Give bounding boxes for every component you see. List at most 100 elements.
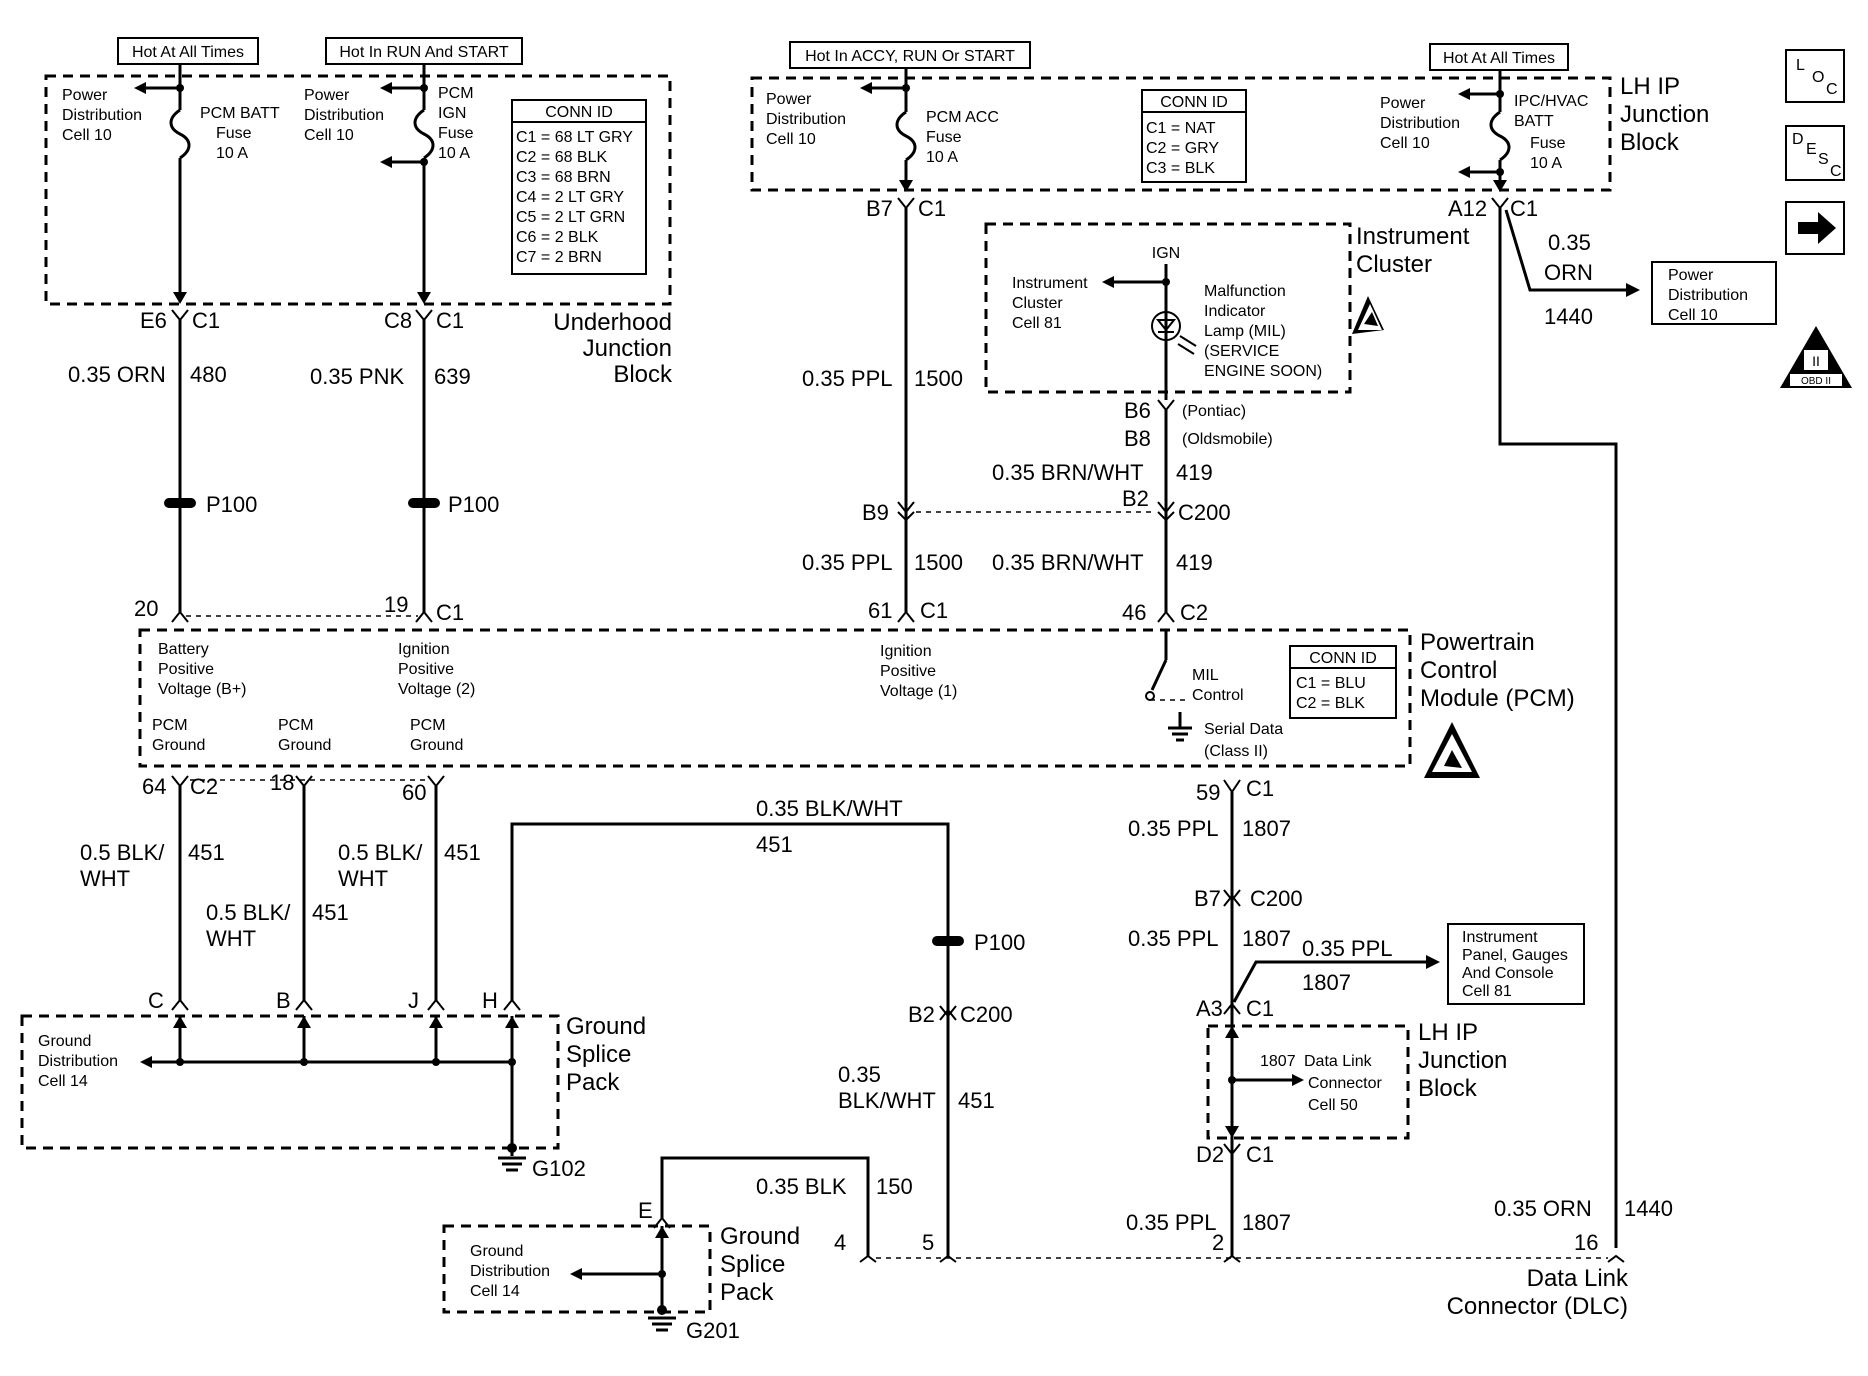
svg-text:Instrument: Instrument [1462, 929, 1538, 946]
conn-c1-a12: C1 [1510, 196, 1538, 221]
next-arrow-icon[interactable] [1785, 201, 1845, 255]
svg-text:D: D [1792, 131, 1804, 148]
desc-icon[interactable]: D E S C [1785, 125, 1845, 181]
svg-text:Junction: Junction [1620, 101, 1709, 128]
svg-text:Serial Data: Serial Data [1204, 721, 1283, 738]
svg-text:(SERVICE: (SERVICE [1204, 343, 1279, 360]
wire-1807c-number: 1807 [1302, 970, 1351, 995]
wire-150-gauge: 0.35 BLK [756, 1174, 847, 1199]
svg-text:O: O [1812, 69, 1824, 86]
pcm-conn-c1-61: C1 [920, 598, 948, 623]
pcm-conn-id-table: CONN ID C1 = BLU C2 = BLK [1289, 645, 1397, 719]
svg-text:G102: G102 [532, 1156, 586, 1181]
svg-text:Ignition: Ignition [880, 643, 932, 660]
svg-text:C7 = 2 BRN: C7 = 2 BRN [516, 249, 602, 266]
wire-1807a-gauge: 0.35 PPL [1128, 816, 1219, 841]
svg-text:P100: P100 [448, 492, 499, 517]
svg-text:Junction: Junction [583, 335, 672, 362]
svg-text:C1 = 68 LT GRY: C1 = 68 LT GRY [516, 129, 633, 146]
svg-text:Instrument: Instrument [1012, 275, 1088, 292]
wire-451a-gauge-1: 0.5 BLK/ [80, 840, 165, 865]
ground-splice-2-ref: Ground Distribution Cell 14 [470, 1243, 550, 1300]
svg-text:Power: Power [766, 91, 812, 108]
svg-text:Lamp (MIL): Lamp (MIL) [1204, 323, 1286, 340]
instrument-cluster-ref: Instrument Cluster Cell 81 [1012, 275, 1088, 332]
pcm-conn-c1-59: C1 [1246, 776, 1274, 801]
wire-451e-gauge-2: BLK/WHT [838, 1088, 936, 1113]
lh-ip-dlc-ref: 1807 Data Link Connector Cell 50 [1260, 1053, 1382, 1114]
pcm-ign1-input-label: Ignition Positive Voltage (1) [880, 643, 957, 700]
svg-text:(Class II): (Class II) [1204, 743, 1268, 760]
svg-text:Distribution: Distribution [304, 107, 384, 124]
wire-1500b-number: 1500 [914, 550, 963, 575]
loc-icon[interactable]: L O C [1785, 49, 1845, 103]
svg-text:Cell 10: Cell 10 [1668, 307, 1718, 324]
wire-451c-gauge-2: WHT [338, 866, 388, 891]
ground-splice-1-name: Ground Splice Pack [566, 1013, 646, 1096]
svg-text:C4 = 2 LT GRY: C4 = 2 LT GRY [516, 189, 624, 206]
svg-text:Module (PCM): Module (PCM) [1420, 685, 1575, 712]
svg-text:E: E [1806, 141, 1817, 158]
wire-639-gauge: 0.35 PNK [310, 364, 404, 389]
wire-1500-number: 1500 [914, 366, 963, 391]
svg-text:Ground: Ground [152, 737, 205, 754]
gsp-pin-j: J [408, 988, 419, 1013]
pcm-pin-46: 46 [1122, 600, 1146, 625]
svg-text:Cell 10: Cell 10 [62, 127, 112, 144]
ground-splice-2-name: Ground Splice Pack [720, 1223, 800, 1306]
wire-451d-number: 451 [756, 832, 793, 857]
svg-text:C6 = 2 BLK: C6 = 2 BLK [516, 229, 599, 246]
ground-splice-1-ref: Ground Distribution Cell 14 [38, 1033, 118, 1090]
ip-gauges-console-ref: Instrument Panel, Gauges And Console Cel… [1447, 923, 1585, 1005]
pin-b8: B8 [1124, 426, 1151, 451]
pcm-conn-c2-46: C2 [1180, 600, 1208, 625]
pcm-conn-c2-64: C2 [190, 774, 218, 799]
pontiac-note: (Pontiac) [1182, 403, 1246, 420]
hot-label-accy: Hot In ACCY, RUN Or START [789, 41, 1031, 69]
powertrain-control-module: Battery Positive Voltage (B+) Ignition P… [138, 628, 1575, 778]
svg-text:Distribution: Distribution [62, 107, 142, 124]
svg-text:Cluster: Cluster [1012, 295, 1063, 312]
wire-451b-gauge-2: WHT [206, 926, 256, 951]
svg-text:Block: Block [1620, 129, 1680, 156]
wire-1440b-gauge: 0.35 ORN [1494, 1196, 1592, 1221]
svg-text:Ground: Ground [278, 737, 331, 754]
svg-text:Positive: Positive [880, 663, 936, 680]
svg-text:Power: Power [1668, 267, 1714, 284]
svg-text:C2 = 68 BLK: C2 = 68 BLK [516, 149, 608, 166]
svg-text:Distribution: Distribution [766, 111, 846, 128]
svg-text:Indicator: Indicator [1204, 303, 1266, 320]
p100-splice-639: P100 [408, 492, 499, 517]
svg-text:Block: Block [613, 361, 673, 388]
svg-text:Cell 10: Cell 10 [1380, 135, 1430, 152]
svg-text:C: C [1826, 81, 1838, 98]
dlc-pin-5: 5 [922, 1230, 934, 1255]
svg-text:IGN: IGN [1152, 245, 1180, 262]
wire-419b-gauge: 0.35 BRN/WHT [992, 550, 1144, 575]
hot-label-at-all-times-1: Hot At All Times [117, 37, 259, 65]
svg-text:Hot In ACCY, RUN Or START: Hot In ACCY, RUN Or START [805, 48, 1015, 65]
svg-text:Ground: Ground [720, 1223, 800, 1250]
ipc-hvac-fuse-label: IPC/HVAC BATT Fuse 10 A [1514, 93, 1588, 172]
lh-ip-block-name-lower: LH IP Junction Block [1418, 1019, 1507, 1102]
ground-g201: G201 [648, 1305, 740, 1343]
wire-451a-number: 451 [188, 840, 225, 865]
conn-c1-a3: C1 [1246, 996, 1274, 1021]
wire-451b-number: 451 [312, 900, 349, 925]
pcm-name: Powertrain Control Module (PCM) [1420, 629, 1575, 712]
pcm-esd-warning-icon [1424, 722, 1480, 778]
svg-text:C: C [1830, 163, 1842, 180]
svg-text:OBD II: OBD II [1801, 376, 1831, 387]
wire-419-gauge: 0.35 BRN/WHT [992, 460, 1144, 485]
pcm-acc-fuse-label: PCM ACC Fuse 10 A [926, 109, 999, 166]
gsp-pin-b: B [276, 988, 291, 1013]
svg-text:Voltage (2): Voltage (2) [398, 681, 475, 698]
svg-text:PCM BATT: PCM BATT [200, 105, 280, 122]
svg-text:10 A: 10 A [438, 145, 470, 162]
wire-451a-gauge-2: WHT [80, 866, 130, 891]
svg-text:Voltage (B+): Voltage (B+) [158, 681, 247, 698]
wire-451c-number: 451 [444, 840, 481, 865]
svg-text:Data Link: Data Link [1304, 1053, 1373, 1070]
svg-text:10 A: 10 A [216, 145, 248, 162]
svg-text:Fuse: Fuse [1530, 135, 1566, 152]
